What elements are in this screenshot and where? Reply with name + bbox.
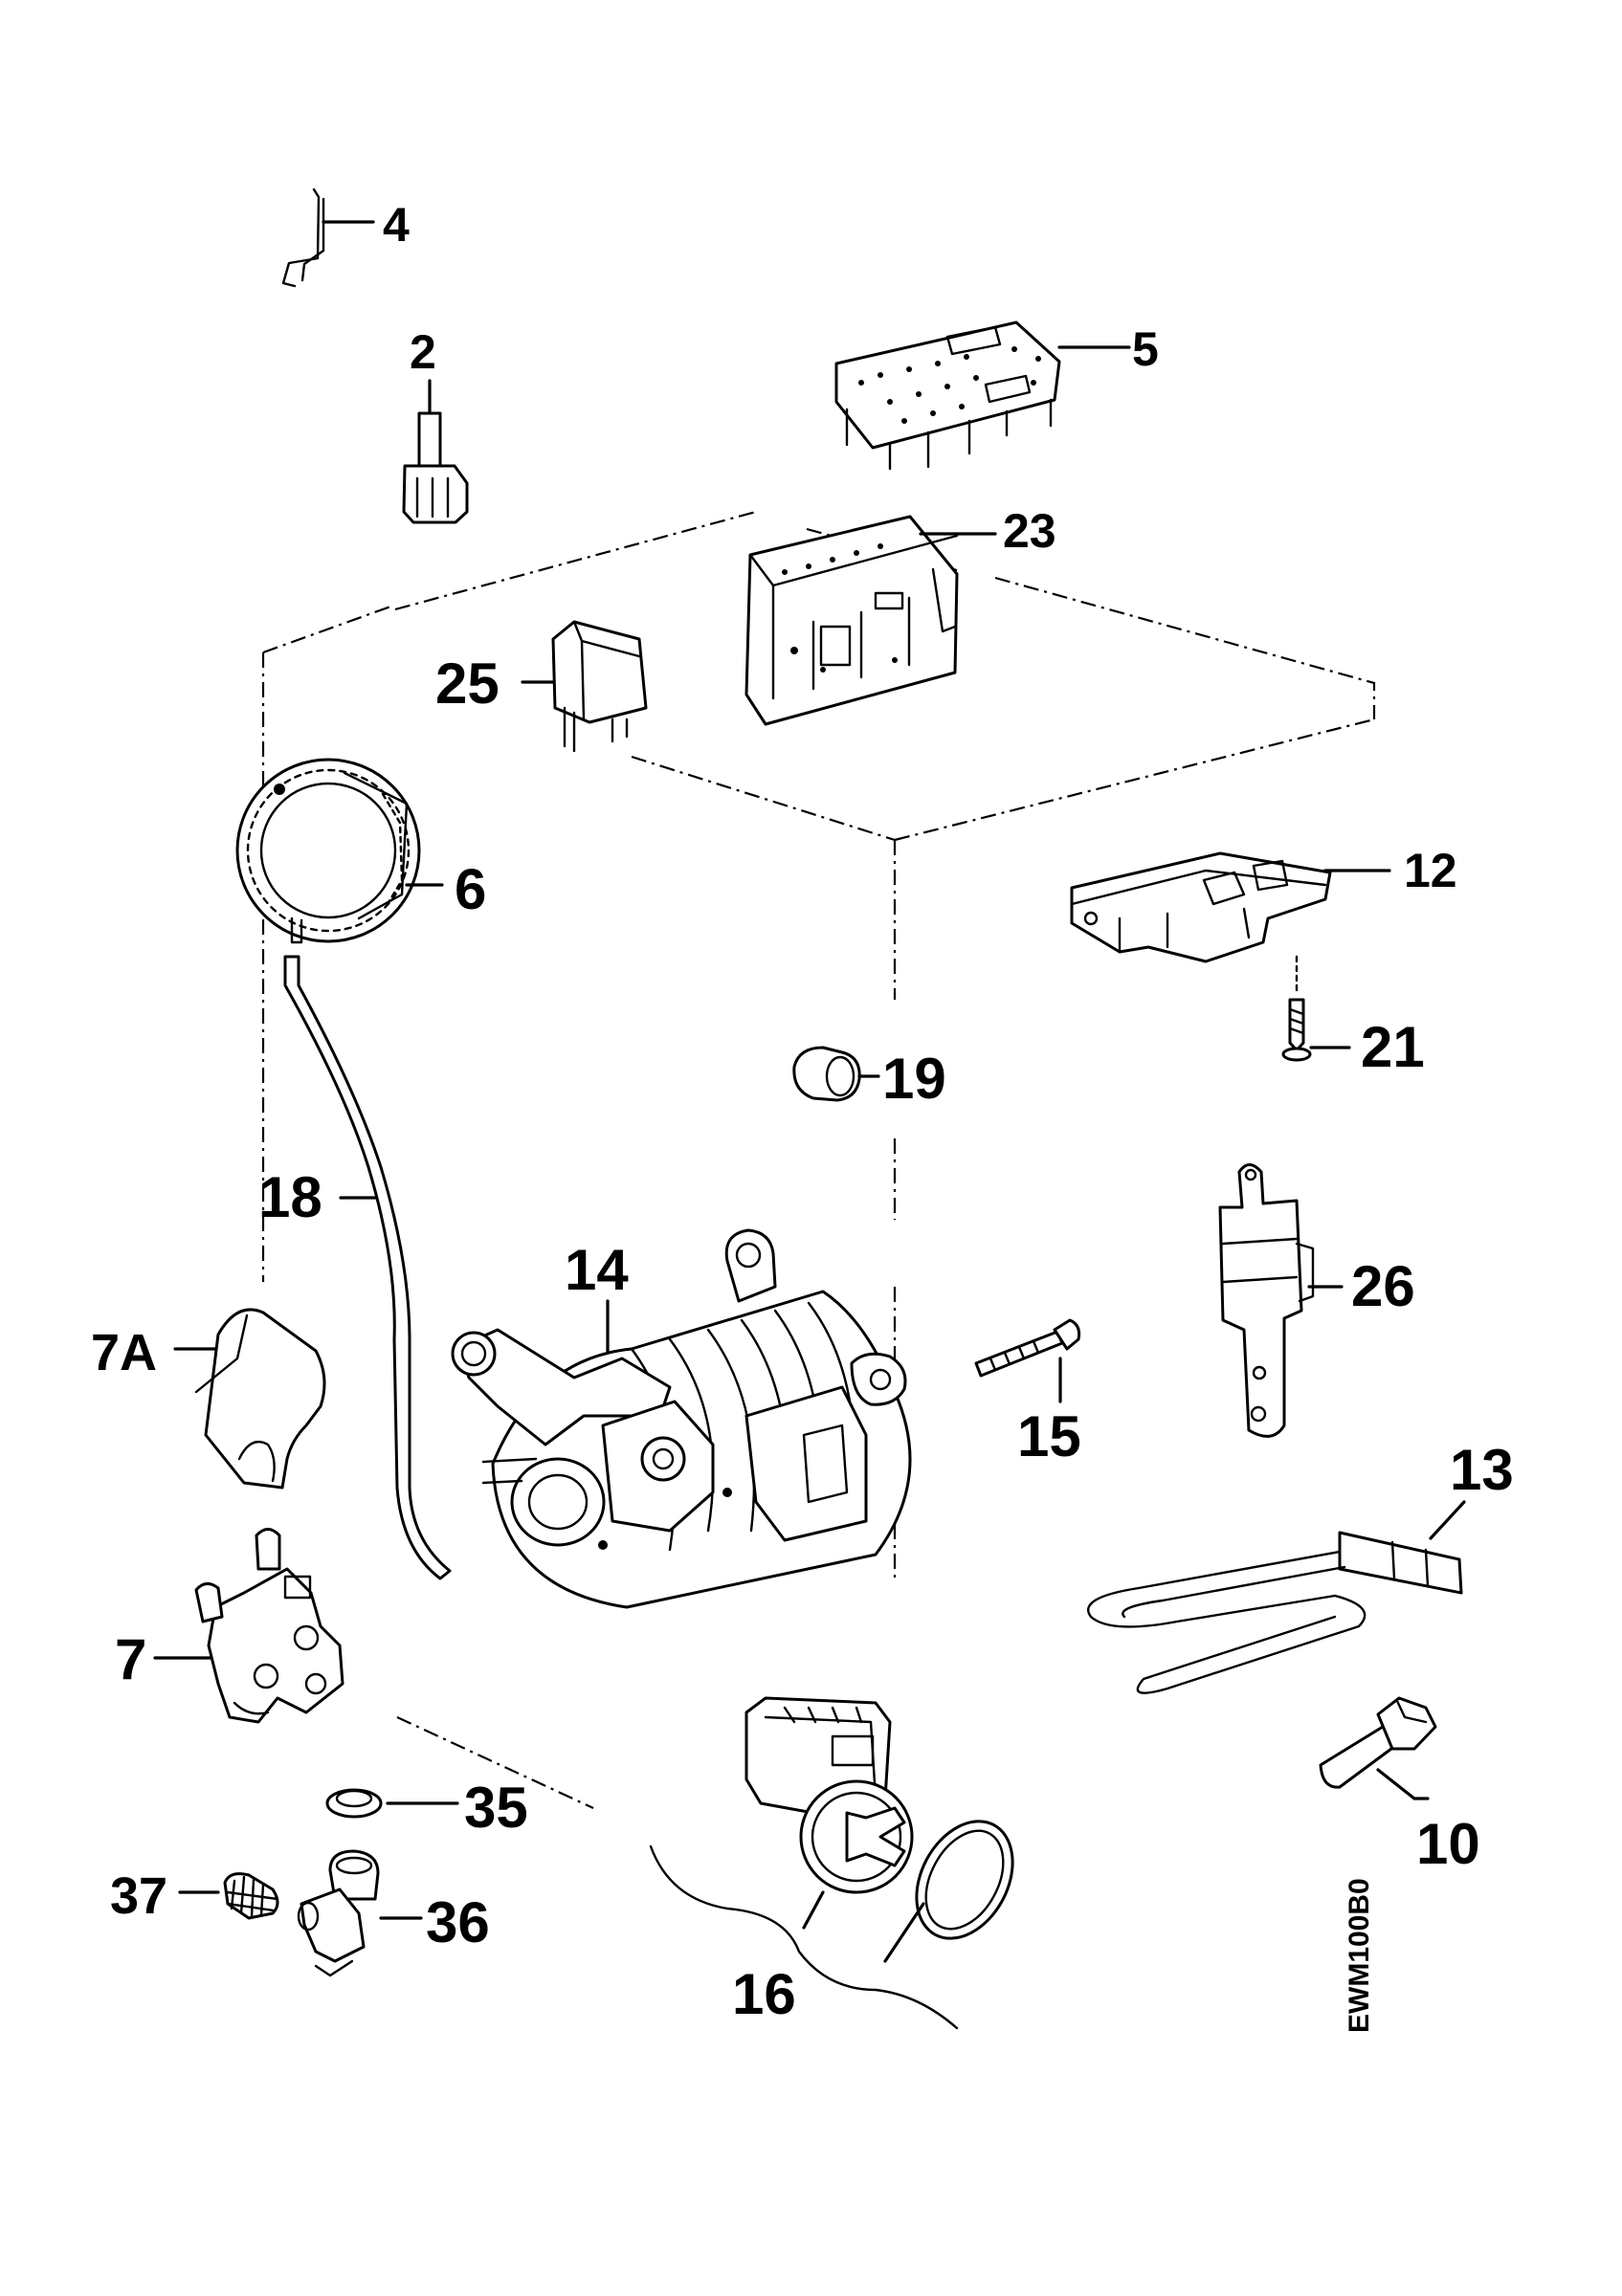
board-dots	[858, 346, 1041, 424]
part-18-hose: 18	[258, 955, 452, 1580]
part-21-screw: 21	[1281, 955, 1425, 1079]
label-37: 37	[110, 1867, 167, 1925]
label-19: 19	[882, 1047, 946, 1111]
label-36: 36	[426, 1890, 490, 1954]
part-36-connector: 36	[297, 1849, 490, 1977]
lock-dots	[782, 543, 898, 673]
label-23: 23	[1003, 504, 1056, 558]
label-13: 13	[1450, 1438, 1514, 1502]
label-16: 16	[732, 1962, 796, 2026]
part-13-heating-element: 13	[1087, 1438, 1514, 1694]
part-7a-cover: 7A	[91, 1308, 326, 1490]
label-2: 2	[410, 325, 436, 379]
part-16-drain-pump: 16	[649, 1696, 1014, 2030]
label-12: 12	[1404, 844, 1457, 897]
part-5-electronic-board: 5	[834, 320, 1159, 471]
part-14-motor: 14	[451, 1228, 912, 1609]
label-7: 7	[115, 1627, 146, 1691]
part-25-relay: 25	[435, 620, 648, 753]
label-35: 35	[464, 1776, 528, 1840]
label-15: 15	[1017, 1404, 1081, 1468]
part-12-door-interlock: 12	[1070, 844, 1457, 963]
part-4-wire: 4	[281, 188, 410, 288]
label-25: 25	[435, 651, 500, 716]
part-26-bracket: 26	[1218, 1163, 1415, 1438]
cabinet-outline	[261, 510, 1376, 1809]
part-35-ring: 35	[325, 1776, 528, 1840]
part-7-water-valve: 7	[115, 1528, 344, 1724]
drawing-code: EWM100B0	[1344, 1878, 1375, 2033]
part-15-screw: 15	[974, 1318, 1081, 1468]
label-18: 18	[258, 1165, 322, 1229]
label-21: 21	[1361, 1015, 1425, 1079]
part-23-door-lock: 23	[744, 504, 1056, 726]
part-19-grommet: 19	[792, 1046, 946, 1111]
part-37-filter: 37	[110, 1867, 279, 1925]
label-26: 26	[1351, 1254, 1415, 1318]
label-10: 10	[1416, 1812, 1480, 1876]
part-10-sensor: 10	[1319, 1696, 1480, 1876]
part-2-switch: 2	[402, 325, 469, 524]
label-5: 5	[1132, 322, 1159, 376]
label-7a: 7A	[91, 1324, 157, 1381]
label-4: 4	[383, 198, 410, 252]
part-6-programme-selector: 6	[235, 758, 486, 944]
label-6: 6	[455, 857, 486, 921]
label-14: 14	[565, 1238, 629, 1302]
